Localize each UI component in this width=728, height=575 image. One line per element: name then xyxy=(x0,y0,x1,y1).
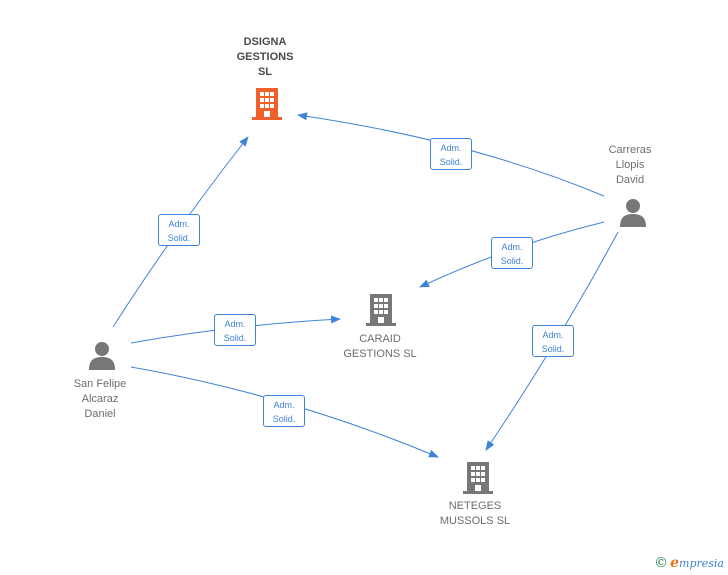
edge-label-sanfelipe-dsigna: Adm. Solid. xyxy=(158,214,200,246)
edge-label-line2: Solid. xyxy=(167,233,191,243)
edge-label-carreras-dsigna: Adm. Solid. xyxy=(430,138,472,170)
copyright-symbol: © xyxy=(654,555,669,571)
edge-label-line2: Solid. xyxy=(439,157,463,167)
edge-label-line2: Solid. xyxy=(272,414,296,424)
edge-label-carreras-neteges: Adm. Solid. xyxy=(532,325,574,357)
person-icon[interactable] xyxy=(618,197,648,227)
edge-label-line2: Solid. xyxy=(541,344,565,354)
edge-label-line2: Solid. xyxy=(500,256,524,266)
edge-label-sanfelipe-caraid: Adm. Solid. xyxy=(214,314,256,346)
edge-label-line1: Adm. xyxy=(273,400,295,410)
company-label-dsigna[interactable]: DSIGNA GESTIONS SL xyxy=(236,36,294,78)
edge-label-sanfelipe-neteges: Adm. Solid. xyxy=(263,395,305,427)
edge-label-line1: Adm. xyxy=(224,319,246,329)
empresia-watermark[interactable]: ©empresia xyxy=(654,555,724,571)
building-icon[interactable] xyxy=(366,292,396,326)
brand-name: mpresia xyxy=(679,557,724,570)
edge-label-line1: Adm. xyxy=(168,219,190,229)
building-icon[interactable] xyxy=(252,86,282,120)
edge-label-line1: Adm. xyxy=(501,242,523,252)
edge-label-line1: Adm. xyxy=(440,143,462,153)
edge-label-line2: Solid. xyxy=(223,333,247,343)
person-label-sanfelipe[interactable]: San Felipe Alcaraz Daniel xyxy=(73,378,127,420)
person-icon[interactable] xyxy=(87,340,117,370)
company-label-neteges[interactable]: NETEGES MUSSOLS SL xyxy=(439,500,511,527)
person-label-carreras[interactable]: Carreras Llopis David xyxy=(608,144,652,186)
brand-logo-e: e xyxy=(670,555,680,571)
company-label-caraid[interactable]: CARAID GESTIONS SL xyxy=(343,333,417,360)
edge-label-carreras-caraid: Adm. Solid. xyxy=(491,237,533,269)
building-icon[interactable] xyxy=(463,460,493,494)
edge-label-line1: Adm. xyxy=(542,330,564,340)
